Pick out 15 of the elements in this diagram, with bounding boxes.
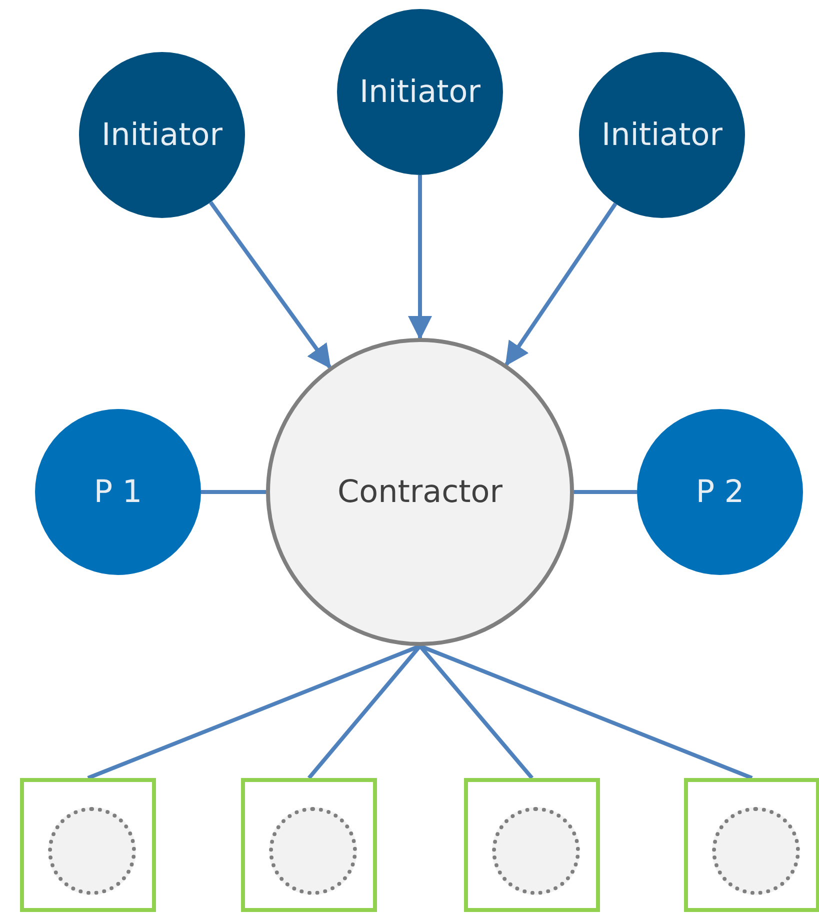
node-label: Contractor [337,474,503,510]
square-frame [464,778,600,912]
square-frame [241,778,377,912]
node-label: Initiator [601,117,723,153]
node-label: Initiator [359,74,481,110]
node-label: Initiator [101,117,223,153]
connector-line [574,490,637,494]
square-frame [684,778,819,912]
node-label: P 2 [696,474,744,510]
arrow [209,201,332,369]
square-frame [20,778,156,912]
arrow [408,175,432,340]
arrow [504,202,618,366]
connector-line [201,490,266,494]
node-label: P 1 [94,474,142,510]
